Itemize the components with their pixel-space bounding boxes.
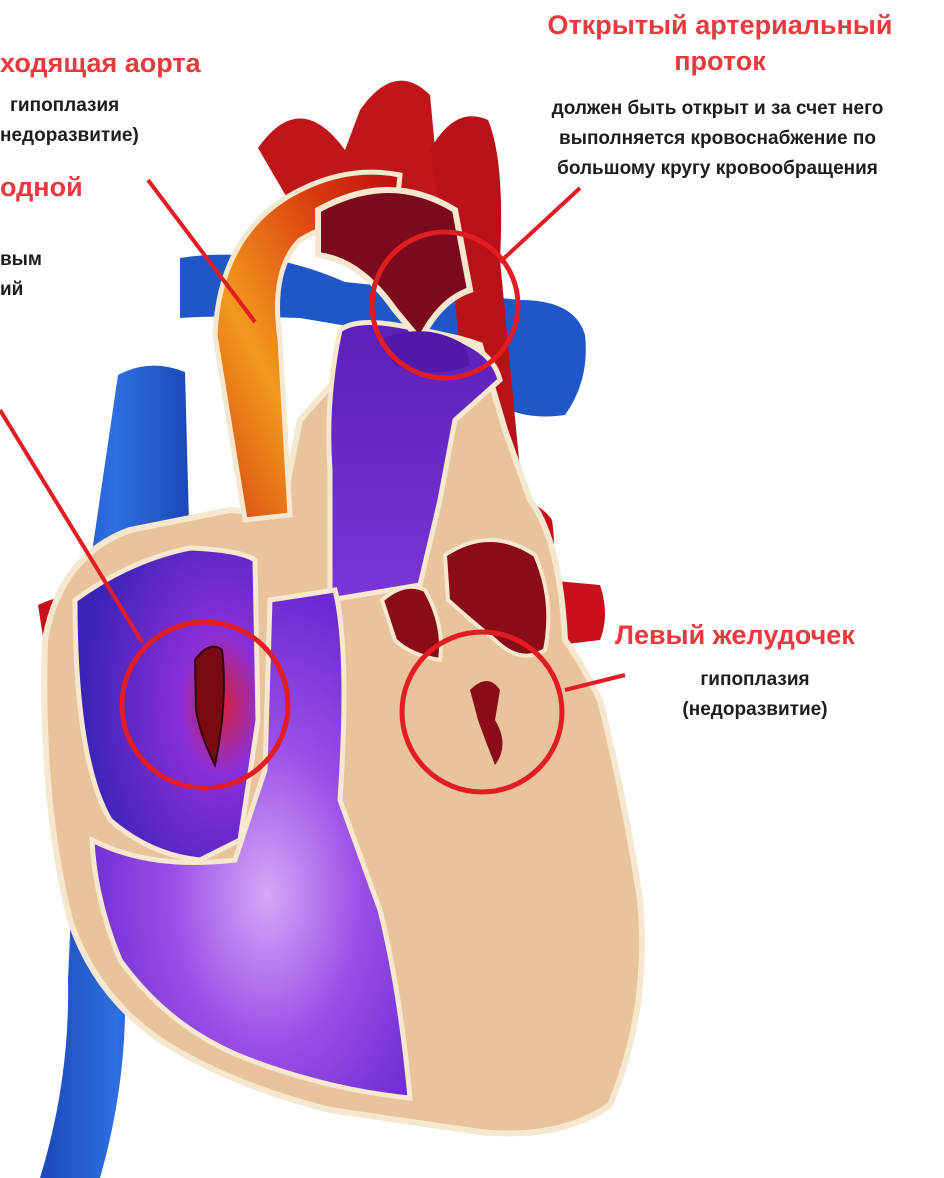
label-left-partial-line2: ий xyxy=(0,276,23,303)
label-ascending-aorta-line2: недоразвитие) xyxy=(0,122,139,149)
label-left-partial-line1: вым xyxy=(0,246,42,273)
label-left-ventricle-line2: (недоразвитие) xyxy=(640,696,870,723)
pointer-ductus xyxy=(500,188,580,262)
label-ascending-aorta-line1: гипоплазия xyxy=(10,92,119,119)
label-ductus-title-line1: Открытый артериальный xyxy=(505,10,935,41)
label-left-partial-title: одной xyxy=(0,172,83,203)
label-ductus-line2: выполняется кровоснабжение по xyxy=(495,125,940,152)
label-left-ventricle-line1: гипоплазия xyxy=(640,666,870,693)
label-ductus-line3: большому кругу кровообращения xyxy=(495,155,940,182)
label-ductus-title-line2: проток xyxy=(505,46,935,77)
label-ascending-aorta-title: ходящая аорта xyxy=(0,48,201,79)
label-left-ventricle-title: Левый желудочек xyxy=(615,620,855,651)
label-ductus-line1: должен быть открыт и за счет него xyxy=(495,95,940,122)
